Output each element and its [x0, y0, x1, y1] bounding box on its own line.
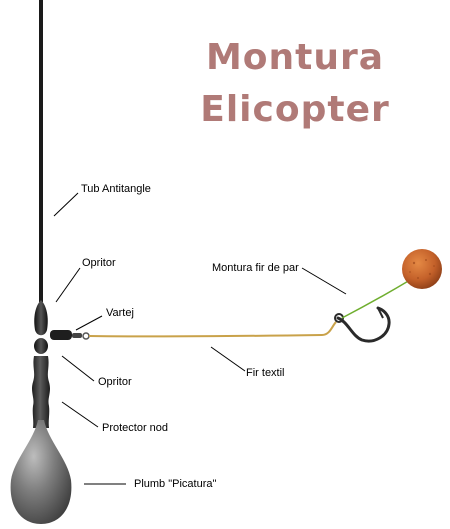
- stopper-bead-top: [34, 300, 48, 336]
- hair: [341, 279, 411, 319]
- label-vartej: Vartej: [106, 307, 134, 319]
- stopper-bead-bottom: [34, 338, 48, 354]
- label-plumb: Plumb "Picatura": [134, 478, 217, 490]
- label-opritor-top: Opritor: [82, 257, 116, 269]
- label-fir-textil: Fir textil: [246, 367, 285, 379]
- teardrop-lead: [10, 420, 72, 524]
- label-tub-antitangle: Tub Antitangle: [81, 183, 151, 195]
- boilie-bait: [402, 249, 442, 289]
- knot-protector: [32, 356, 50, 428]
- braided-hooklink: [88, 321, 337, 338]
- hook: [336, 306, 391, 343]
- title-line-1: Montura: [205, 37, 385, 78]
- label-protector-nod: Protector nod: [102, 422, 169, 434]
- leader-lines: [53, 192, 347, 485]
- label-opritor-bottom: Opritor: [98, 376, 132, 388]
- label-montura-fir-de-par: Montura fir de par: [212, 262, 299, 274]
- swivel: [50, 330, 72, 340]
- title-line-2: Elicopter: [200, 89, 390, 130]
